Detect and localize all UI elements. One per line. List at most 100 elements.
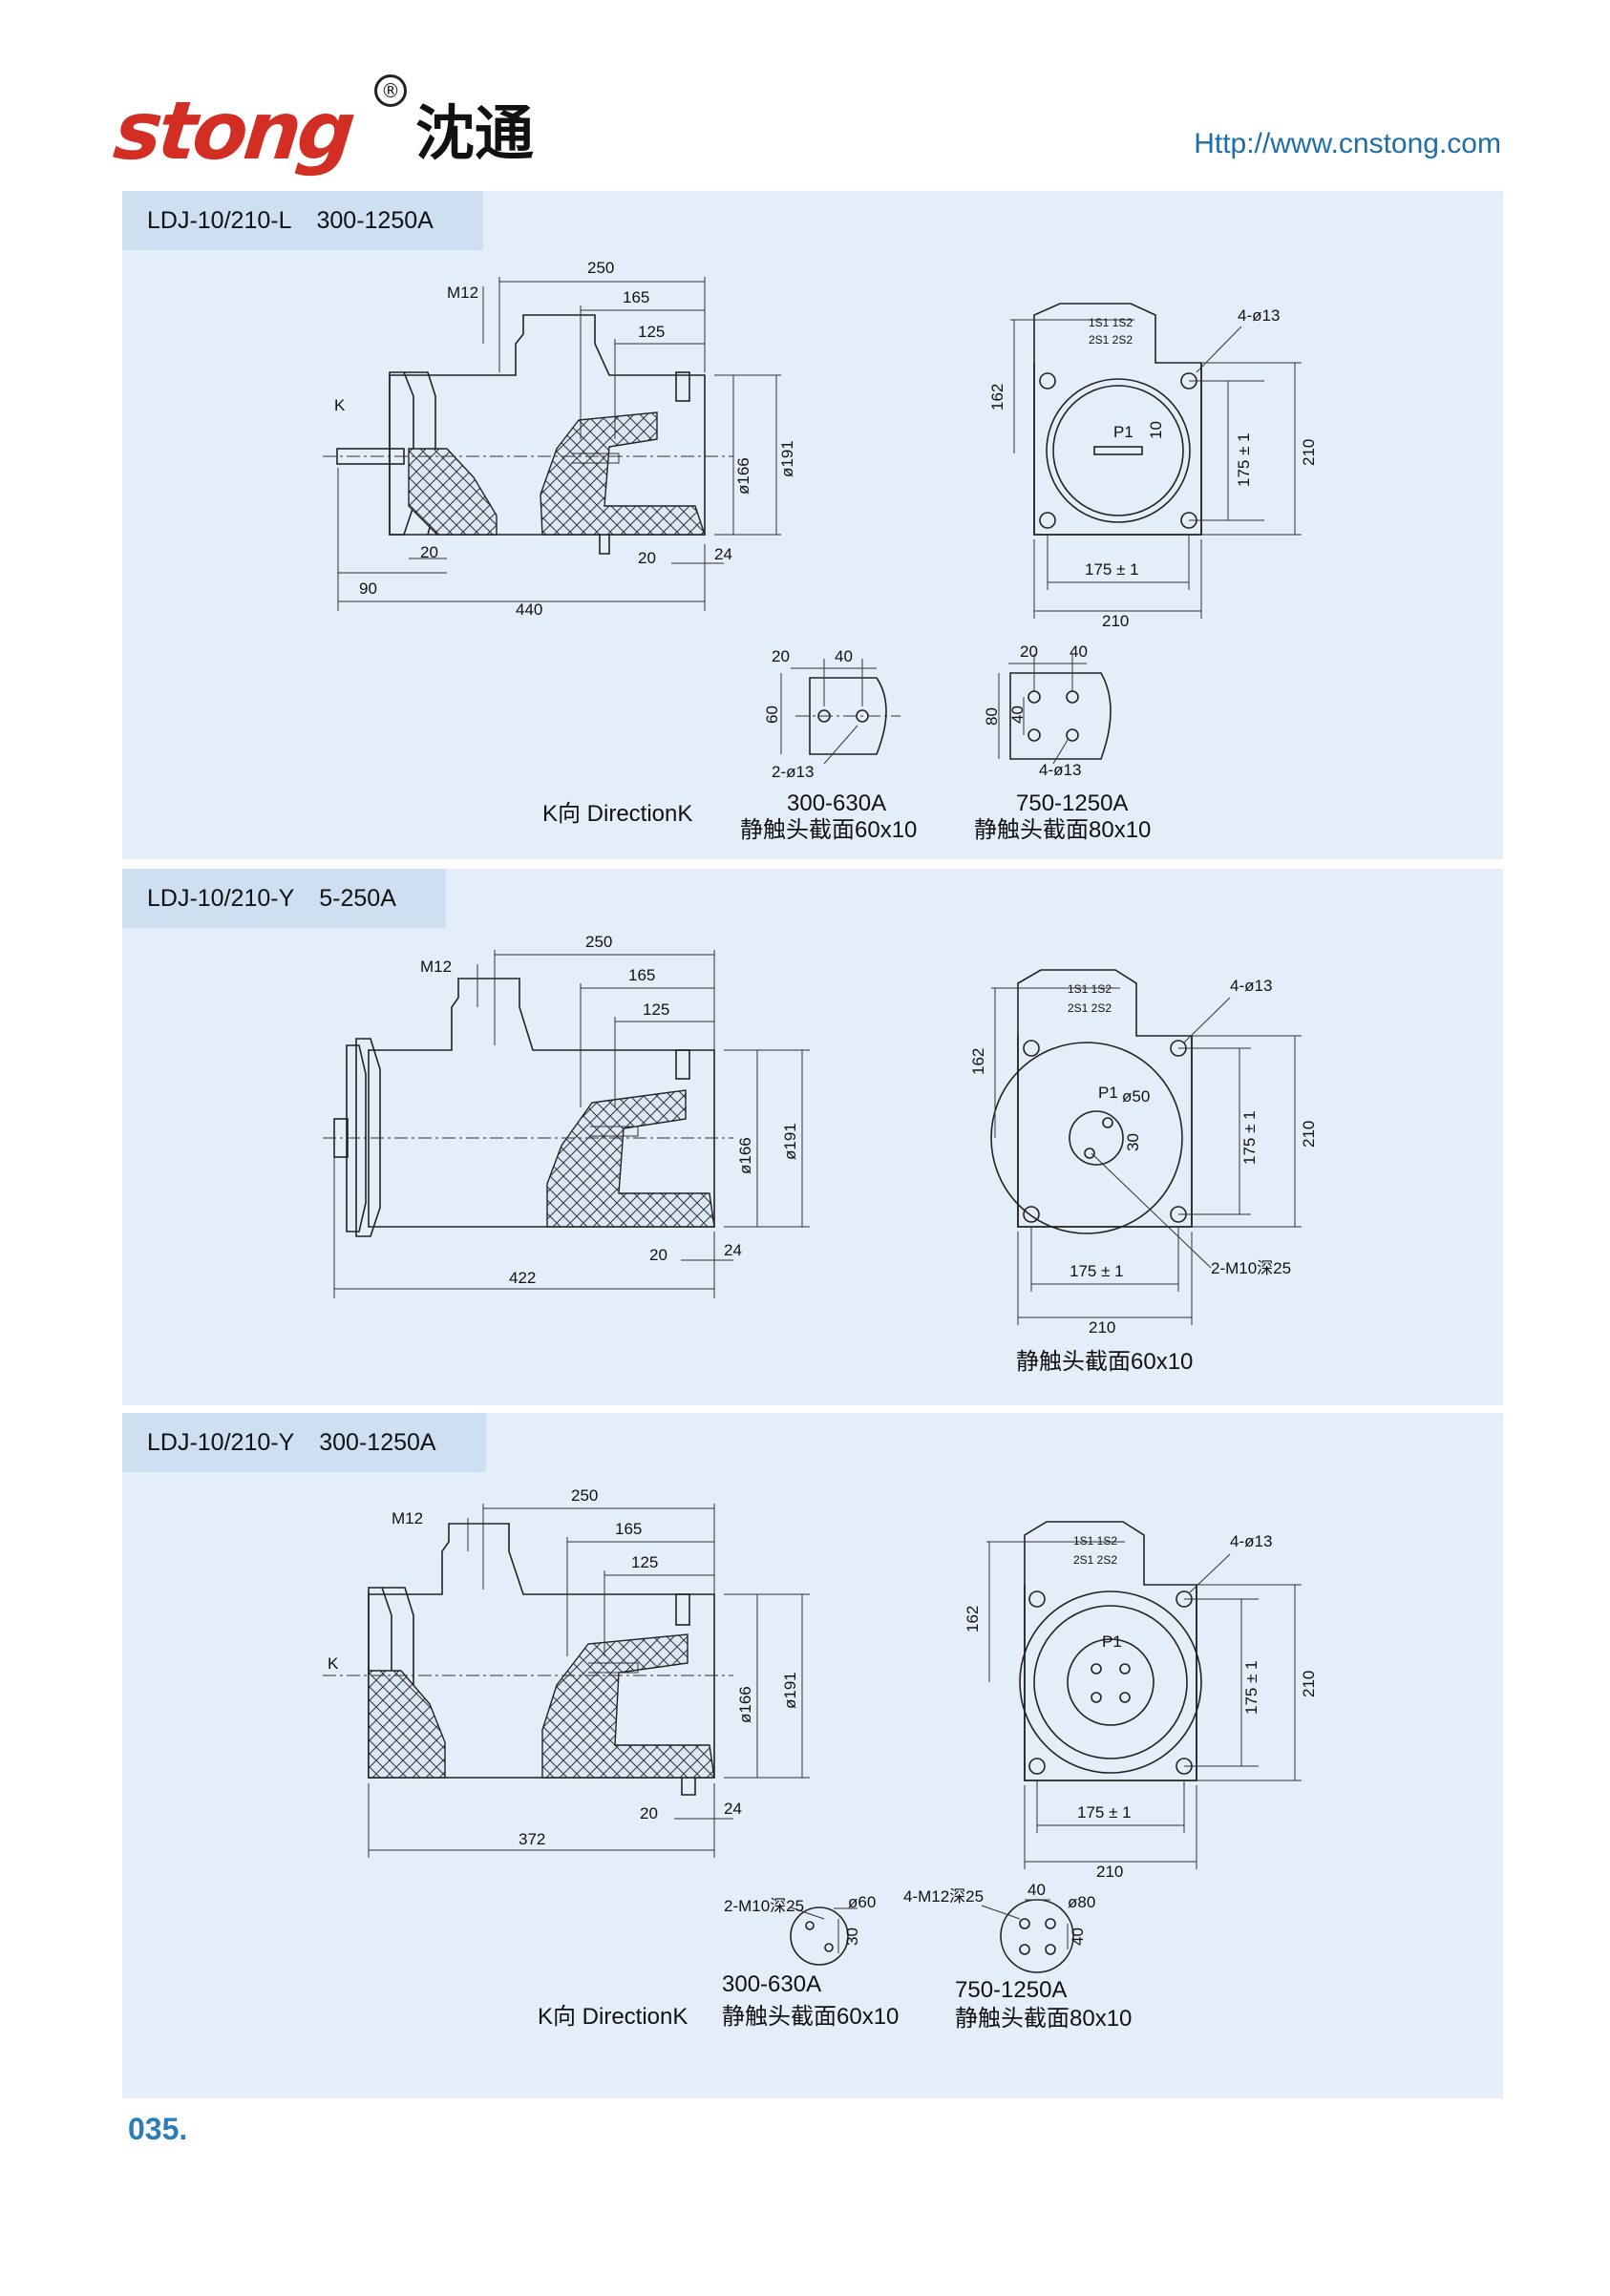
dim-250: 250 [585, 933, 612, 951]
thread-label: M12 [420, 958, 452, 976]
marking-row-2: 2S1 2S2 [1068, 1001, 1112, 1015]
dim-166: ø166 [736, 1686, 754, 1723]
marking-row-2: 2S1 2S2 [1073, 1553, 1117, 1567]
marking-row-2: 2S1 2S2 [1089, 333, 1133, 347]
dim-20: 20 [1020, 642, 1038, 661]
thread-holes-label: 4-M12深25 [903, 1887, 984, 1906]
p1-label: P1 [1113, 423, 1133, 441]
registered-mark: ® [374, 74, 407, 107]
dim-80: ø80 [1068, 1893, 1095, 1911]
k-direction-caption: K向 DirectionK [538, 2004, 688, 2030]
dim-210-vertical: 210 [1300, 439, 1318, 466]
dim-162: 162 [988, 384, 1006, 411]
current-range: 750-1250A [955, 1977, 1067, 2003]
current-range: 300-630A [722, 1971, 821, 1997]
holes-label: 2-ø13 [772, 763, 814, 781]
front-view: 1S1 1S2 2S1 2S2 4-ø13 162 P1 ø50 30 175 … [969, 969, 1318, 1375]
model-name: LDJ-10/210-Y [147, 885, 295, 912]
dim-210-horizontal: 210 [1096, 1863, 1123, 1881]
contact-section: 静触头截面60x10 [740, 817, 917, 843]
section-ldj-210-l: M12 K 250 165 125 ø166 ø191 20 20 24 90 … [122, 191, 1503, 859]
front-view: 1S1 1S2 2S1 2S2 4-ø13 162 P1 175 ± 1 210… [964, 1521, 1318, 1881]
brand-chinese-name: 沈通 [415, 98, 535, 168]
current-range: 5-250A [319, 885, 396, 912]
contact-section: 静触头截面60x10 [722, 2004, 899, 2030]
dim-50: ø50 [1122, 1087, 1150, 1106]
dim-175-vertical: 175 ± 1 [1235, 432, 1253, 487]
section-ldj-210-y-5-250: M12 250 165 125 ø166 ø191 20 24 422 [122, 869, 1503, 1405]
holes-label: 4-ø13 [1039, 761, 1081, 779]
k-marker: K [328, 1654, 339, 1673]
dim-165: 165 [615, 1520, 642, 1538]
drawing-ldj-210-l: M12 K 250 165 125 ø166 ø191 20 20 24 90 … [323, 259, 1318, 843]
dim-90: 90 [359, 579, 377, 598]
dim-191: ø191 [778, 440, 796, 477]
side-view: M12 K 250 165 125 ø166 ø191 20 24 372 [323, 1486, 810, 1858]
thread-holes-label: 2-M10深25 [1211, 1259, 1291, 1277]
dim-440: 440 [516, 600, 542, 619]
dim-210-vertical: 210 [1300, 1671, 1318, 1697]
dim-24: 24 [714, 545, 732, 563]
dim-210-horizontal: 210 [1102, 612, 1129, 630]
contact-section: 静触头截面80x10 [974, 817, 1151, 843]
dim-125: 125 [643, 1001, 669, 1019]
dim-20: 20 [649, 1246, 667, 1264]
dim-165: 165 [623, 288, 649, 306]
marking-row-1: 1S1 1S2 [1089, 316, 1133, 329]
dim-20-right: 20 [638, 549, 656, 567]
current-range: 300-630A [787, 790, 886, 816]
dim-175-horizontal: 175 ± 1 [1070, 1262, 1124, 1280]
dim-125: 125 [638, 323, 665, 341]
k-detail-300-630: 2-M10深25 ø60 30 300-630A 静触头截面60x10 [722, 1893, 899, 2030]
thread-holes-label: 2-M10深25 [724, 1897, 804, 1915]
side-view: M12 K 250 165 125 ø166 ø191 20 20 24 90 … [323, 259, 796, 619]
contact-section: 静触头截面80x10 [955, 2006, 1132, 2032]
section-title: LDJ-10/210-Y 5-250A [122, 869, 446, 928]
k-marker: K [334, 396, 346, 414]
brand-wordmark: stong [109, 84, 356, 178]
dim-40: 40 [835, 647, 853, 665]
dim-191: ø191 [781, 1123, 799, 1160]
dim-165: 165 [628, 966, 655, 984]
dim-60: 60 [763, 706, 781, 724]
dim-175-horizontal: 175 ± 1 [1077, 1803, 1132, 1822]
dim-24: 24 [724, 1241, 742, 1259]
dim-20-left: 20 [420, 543, 438, 561]
website-url[interactable]: Http://www.cnstong.com [1194, 128, 1501, 159]
holes-label: 4-ø13 [1230, 1532, 1272, 1550]
dim-166: ø166 [736, 1137, 754, 1174]
current-range: 300-1250A [316, 207, 434, 234]
side-view: M12 250 165 125 ø166 ø191 20 24 422 [323, 933, 810, 1298]
dim-60: ø60 [848, 1893, 876, 1911]
dim-125: 125 [631, 1553, 658, 1571]
page-number: 035. [128, 2112, 188, 2146]
holes-label: 4-ø13 [1230, 977, 1272, 995]
dim-40: 40 [1027, 1881, 1046, 1899]
k-detail-750-1250: 4-M12深25 40 ø80 40 750-1250A 静触头截面80x10 [903, 1881, 1132, 2032]
dim-250: 250 [587, 259, 614, 277]
dim-250: 250 [571, 1486, 598, 1505]
thread-label: M12 [392, 1509, 423, 1527]
dim-40: 40 [1070, 642, 1088, 661]
contact-section: 静触头截面60x10 [1016, 1349, 1193, 1375]
dim-422: 422 [509, 1269, 536, 1287]
brand-logo: stong ® 沈通 [110, 74, 573, 178]
dim-210-horizontal: 210 [1089, 1318, 1115, 1337]
dim-166: ø166 [734, 457, 752, 495]
dim-24: 24 [724, 1800, 742, 1818]
p1-label: P1 [1102, 1632, 1122, 1651]
model-name: LDJ-10/210-Y [147, 1429, 295, 1456]
marking-row-1: 1S1 1S2 [1073, 1534, 1117, 1548]
dim-20: 20 [640, 1804, 658, 1822]
dim-40-vertical: 40 [1069, 1927, 1087, 1946]
dim-175-vertical: 175 ± 1 [1242, 1660, 1260, 1715]
dim-191: ø191 [781, 1672, 799, 1709]
dim-175-horizontal: 175 ± 1 [1085, 560, 1139, 579]
dim-30: 30 [1124, 1133, 1142, 1151]
k-direction-caption: K向 DirectionK [542, 801, 692, 827]
dim-40-vertical: 40 [1008, 706, 1027, 724]
dim-210-vertical: 210 [1300, 1121, 1318, 1148]
marking-row-1: 1S1 1S2 [1068, 982, 1112, 996]
